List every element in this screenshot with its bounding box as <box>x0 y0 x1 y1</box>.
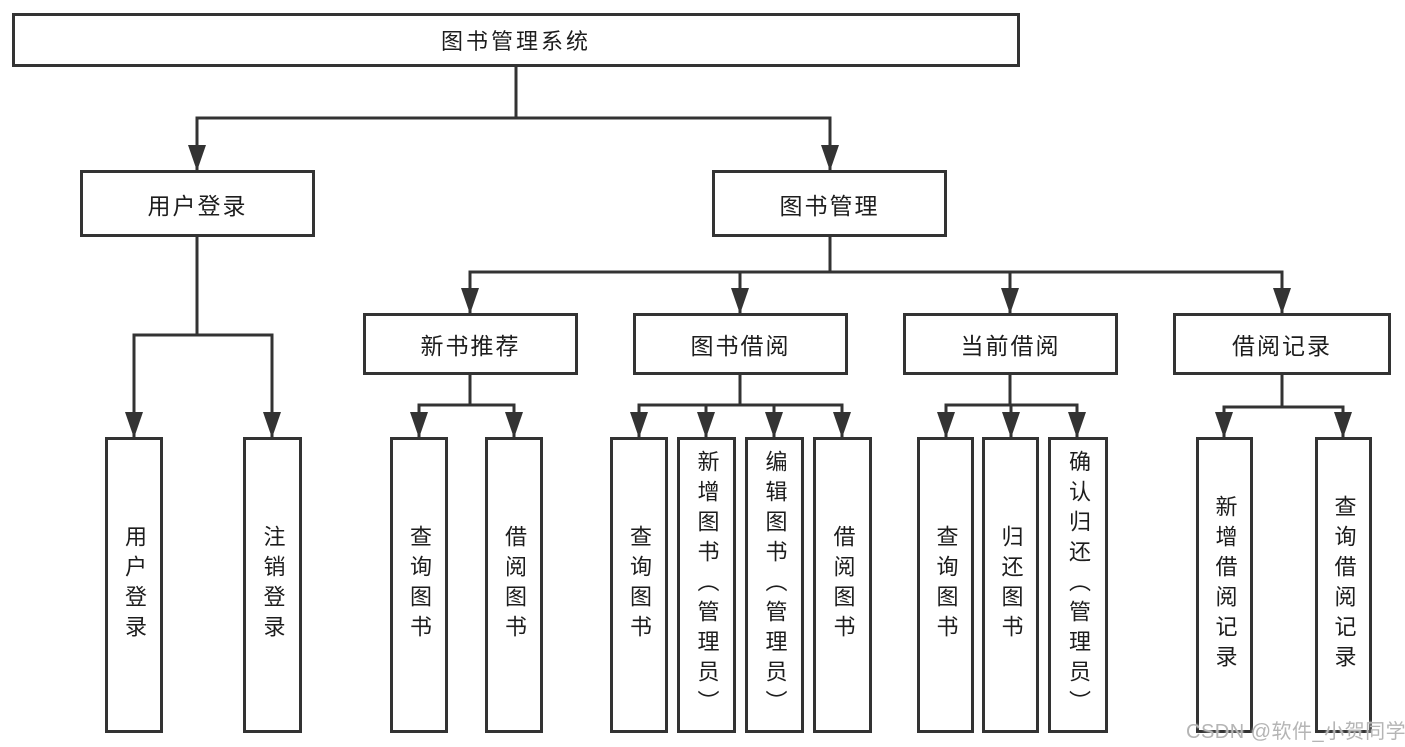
leaf-add-borrow-record: 新增借阅记录 <box>1196 437 1253 733</box>
node-book-management: 图书管理 <box>712 170 947 237</box>
leaf-query-books-recommend: 查询图书 <box>390 437 448 733</box>
node-label: 借阅图书 <box>502 525 527 645</box>
node-label: 当前借阅 <box>960 333 1061 359</box>
leaf-add-book-admin: 新增图书（管理员） <box>677 437 736 733</box>
leaf-query-books-borrowing: 查询图书 <box>610 437 668 733</box>
node-label: 图书管理 <box>779 192 880 219</box>
leaf-return-book: 归还图书 <box>982 437 1039 733</box>
leaf-borrow-books-recommend: 借阅图书 <box>485 437 543 733</box>
leaf-confirm-return-admin: 确认归还（管理员） <box>1048 437 1108 733</box>
node-label: 新增借阅记录 <box>1212 495 1238 675</box>
node-label: 用户登录 <box>147 192 248 219</box>
node-borrowing-records: 借阅记录 <box>1173 313 1391 375</box>
node-label: 新增图书（管理员） <box>694 450 720 720</box>
node-label: 编辑图书（管理员） <box>762 450 788 720</box>
node-label: 查询借阅记录 <box>1331 495 1357 675</box>
leaf-logout: 注销登录 <box>243 437 302 733</box>
node-label: 图书管理系统 <box>440 29 591 54</box>
node-label: 查询图书 <box>627 525 652 645</box>
node-label: 归还图书 <box>998 525 1024 645</box>
node-label: 借阅图书 <box>830 525 856 645</box>
leaf-user-login: 用户登录 <box>105 437 163 733</box>
node-label: 借阅记录 <box>1232 333 1332 359</box>
node-label: 查询图书 <box>933 525 959 645</box>
node-label: 查询图书 <box>407 525 432 645</box>
node-library-system: 图书管理系统 <box>12 13 1020 67</box>
leaf-borrow-books-borrowing: 借阅图书 <box>813 437 872 733</box>
node-label: 注销登录 <box>260 525 286 645</box>
node-label: 确认归还（管理员） <box>1066 450 1091 720</box>
node-label: 用户登录 <box>122 525 147 645</box>
csdn-watermark: CSDN @软件_小贺同学 <box>1186 721 1405 743</box>
leaf-query-books-current: 查询图书 <box>917 437 974 733</box>
node-user-login: 用户登录 <box>80 170 315 237</box>
leaf-edit-book-admin: 编辑图书（管理员） <box>745 437 804 733</box>
node-new-book-recommend: 新书推荐 <box>363 313 578 375</box>
node-book-borrowing: 图书借阅 <box>633 313 848 375</box>
node-label: 新书推荐 <box>420 333 521 359</box>
node-label: 图书借阅 <box>690 333 791 359</box>
leaf-query-borrow-record: 查询借阅记录 <box>1315 437 1372 733</box>
node-current-borrowing: 当前借阅 <box>903 313 1118 375</box>
